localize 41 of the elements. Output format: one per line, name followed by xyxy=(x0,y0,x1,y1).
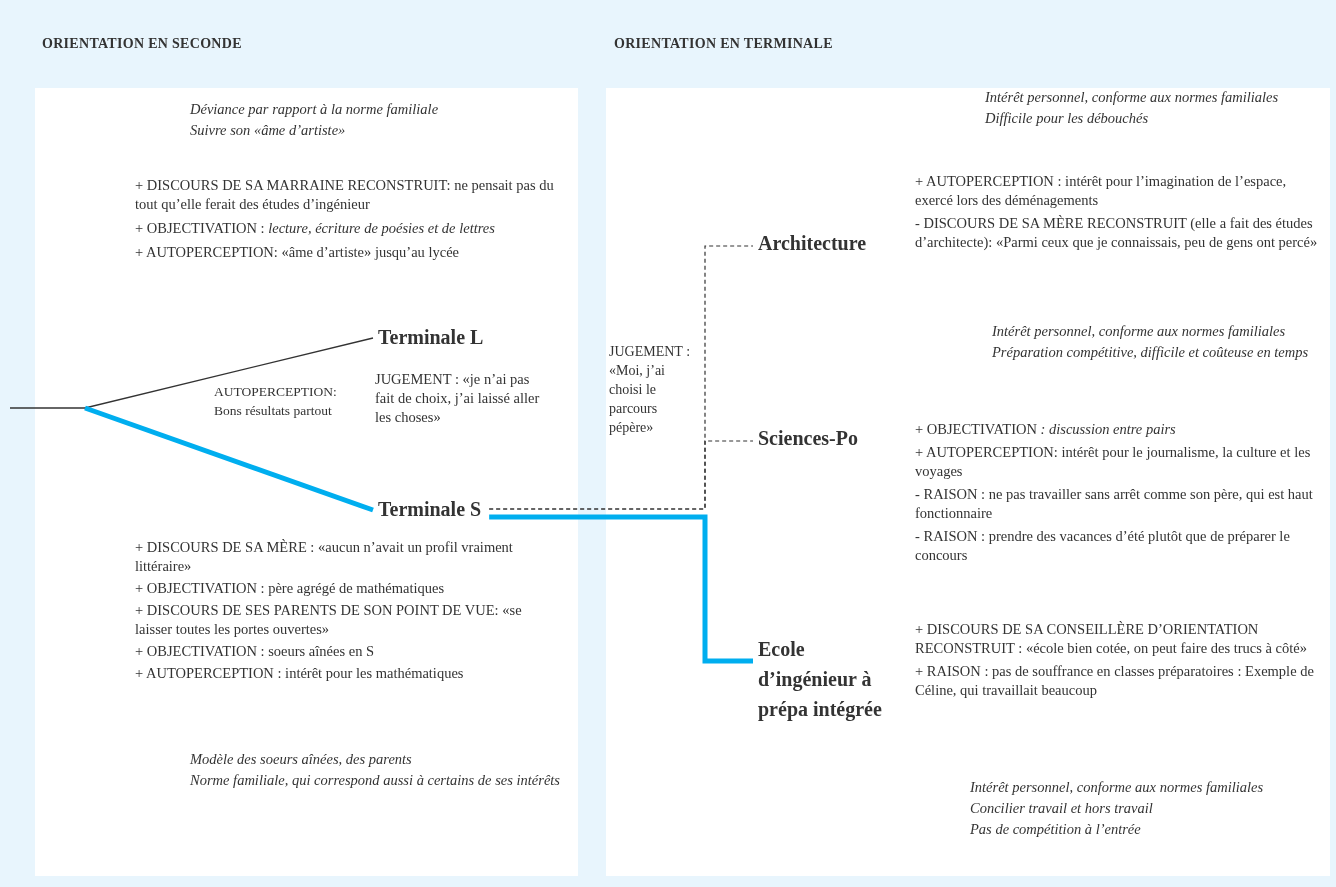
connector-line xyxy=(489,514,753,664)
note-text: + OBJECTIVATION : soeurs aînées en S xyxy=(135,642,376,661)
annotation-text: Intérêt personnel, conforme aux normes familiales xyxy=(992,322,1287,341)
note-text: JUGEMENT : «Moi, j’ai choisi le parcours pépère» xyxy=(609,343,692,437)
annotation-text: Pas de compétition à l’entrée xyxy=(970,820,1142,839)
note-text: + DISCOURS DE SA MÈRE : «aucun n’avait un profil vraiment littéraire» xyxy=(135,538,514,576)
note-text: - RAISON : prendre des vacances d’été plutôt que de préparer le concours xyxy=(915,527,1291,565)
note-text: + AUTOPERCEPTION: intérêt pour le journalisme, la culture et les voyages xyxy=(915,443,1312,481)
note-text: + AUTOPERCEPTION : intérêt pour les mathématiques xyxy=(135,664,465,683)
note-text: + DISCOURS DE SA CONSEILLÈRE D’ORIENTATION RECONSTRUIT : «école bien cotée, on peut faire des trucs à côté» xyxy=(915,620,1308,658)
note-text: + DISCOURS DE SES PARENTS DE SON POINT DE VUE: «se laisser toutes les portes ouvertes» xyxy=(135,601,523,639)
note-text: + OBJECTIVATION : discussion entre pairs xyxy=(915,420,1177,439)
note-text: + DISCOURS DE SA MARRAINE RECONSTRUIT: ne pensait pas du tout qu’elle ferait des études d’ingénieur xyxy=(135,176,555,214)
annotation-text: Difficile pour les débouchés xyxy=(985,109,1150,128)
note-text: - DISCOURS DE SA MÈRE RECONSTRUIT (elle a fait des études d’architecte): «Parmi ceux que je connaissais, peu de gens ont percé» xyxy=(915,214,1319,252)
note-text: + AUTOPERCEPTION: «âme d’artiste» jusqu’au lycée xyxy=(135,243,461,262)
option-label: Ecole d’ingénieur à prépa intégrée xyxy=(758,634,908,724)
column-heading: ORIENTATION EN TERMINALE xyxy=(614,35,834,53)
note-text: - RAISON : ne pas travailler sans arrêt comme son père, qui est haut fonctionnaire xyxy=(915,485,1314,523)
annotation-text: Modèle des soeurs aînées, des parents xyxy=(190,750,413,769)
note-text: + RAISON : pas de souffrance en classes préparatoires : Exemple de Céline, qui travaillait beaucoup xyxy=(915,662,1315,700)
annotation-text: Préparation compétitive, difficile et coûteuse en temps xyxy=(992,343,1310,362)
option-label: Sciences-Po xyxy=(758,423,858,453)
connector-line xyxy=(9,407,86,409)
annotation-text: Concilier travail et hors travail xyxy=(970,799,1154,818)
annotation-text: Intérêt personnel, conforme aux normes familiales xyxy=(970,778,1265,797)
note-text: + OBJECTIVATION : lecture, écriture de poésies et de lettres xyxy=(135,219,496,238)
note-text: + OBJECTIVATION : père agrégé de mathématiques xyxy=(135,579,446,598)
annotation-text: Suivre son «âme d’artiste» xyxy=(190,121,347,140)
option-label: Terminale S xyxy=(378,494,482,524)
column-heading: ORIENTATION EN SECONDE xyxy=(42,35,243,53)
annotation-text: Intérêt personnel, conforme aux normes familiales xyxy=(985,88,1280,107)
option-label: Terminale L xyxy=(378,322,484,352)
note-text: + AUTOPERCEPTION : intérêt pour l’imagination de l’espace, exercé lors des déménagements xyxy=(915,172,1288,210)
annotation-text: Norme familiale, qui correspond aussi à certains de ses intérêts xyxy=(190,771,560,790)
note-text: AUTOPERCEPTION: Bons résultats partout xyxy=(214,383,338,420)
option-label: Architecture xyxy=(758,228,867,258)
note-text: JUGEMENT : «je n’ai pas fait de choix, j’ai laissé aller les choses» xyxy=(375,370,541,427)
connector-line xyxy=(84,405,374,513)
connector-line xyxy=(488,440,754,510)
annotation-text: Déviance par rapport à la norme familiale xyxy=(190,100,440,119)
